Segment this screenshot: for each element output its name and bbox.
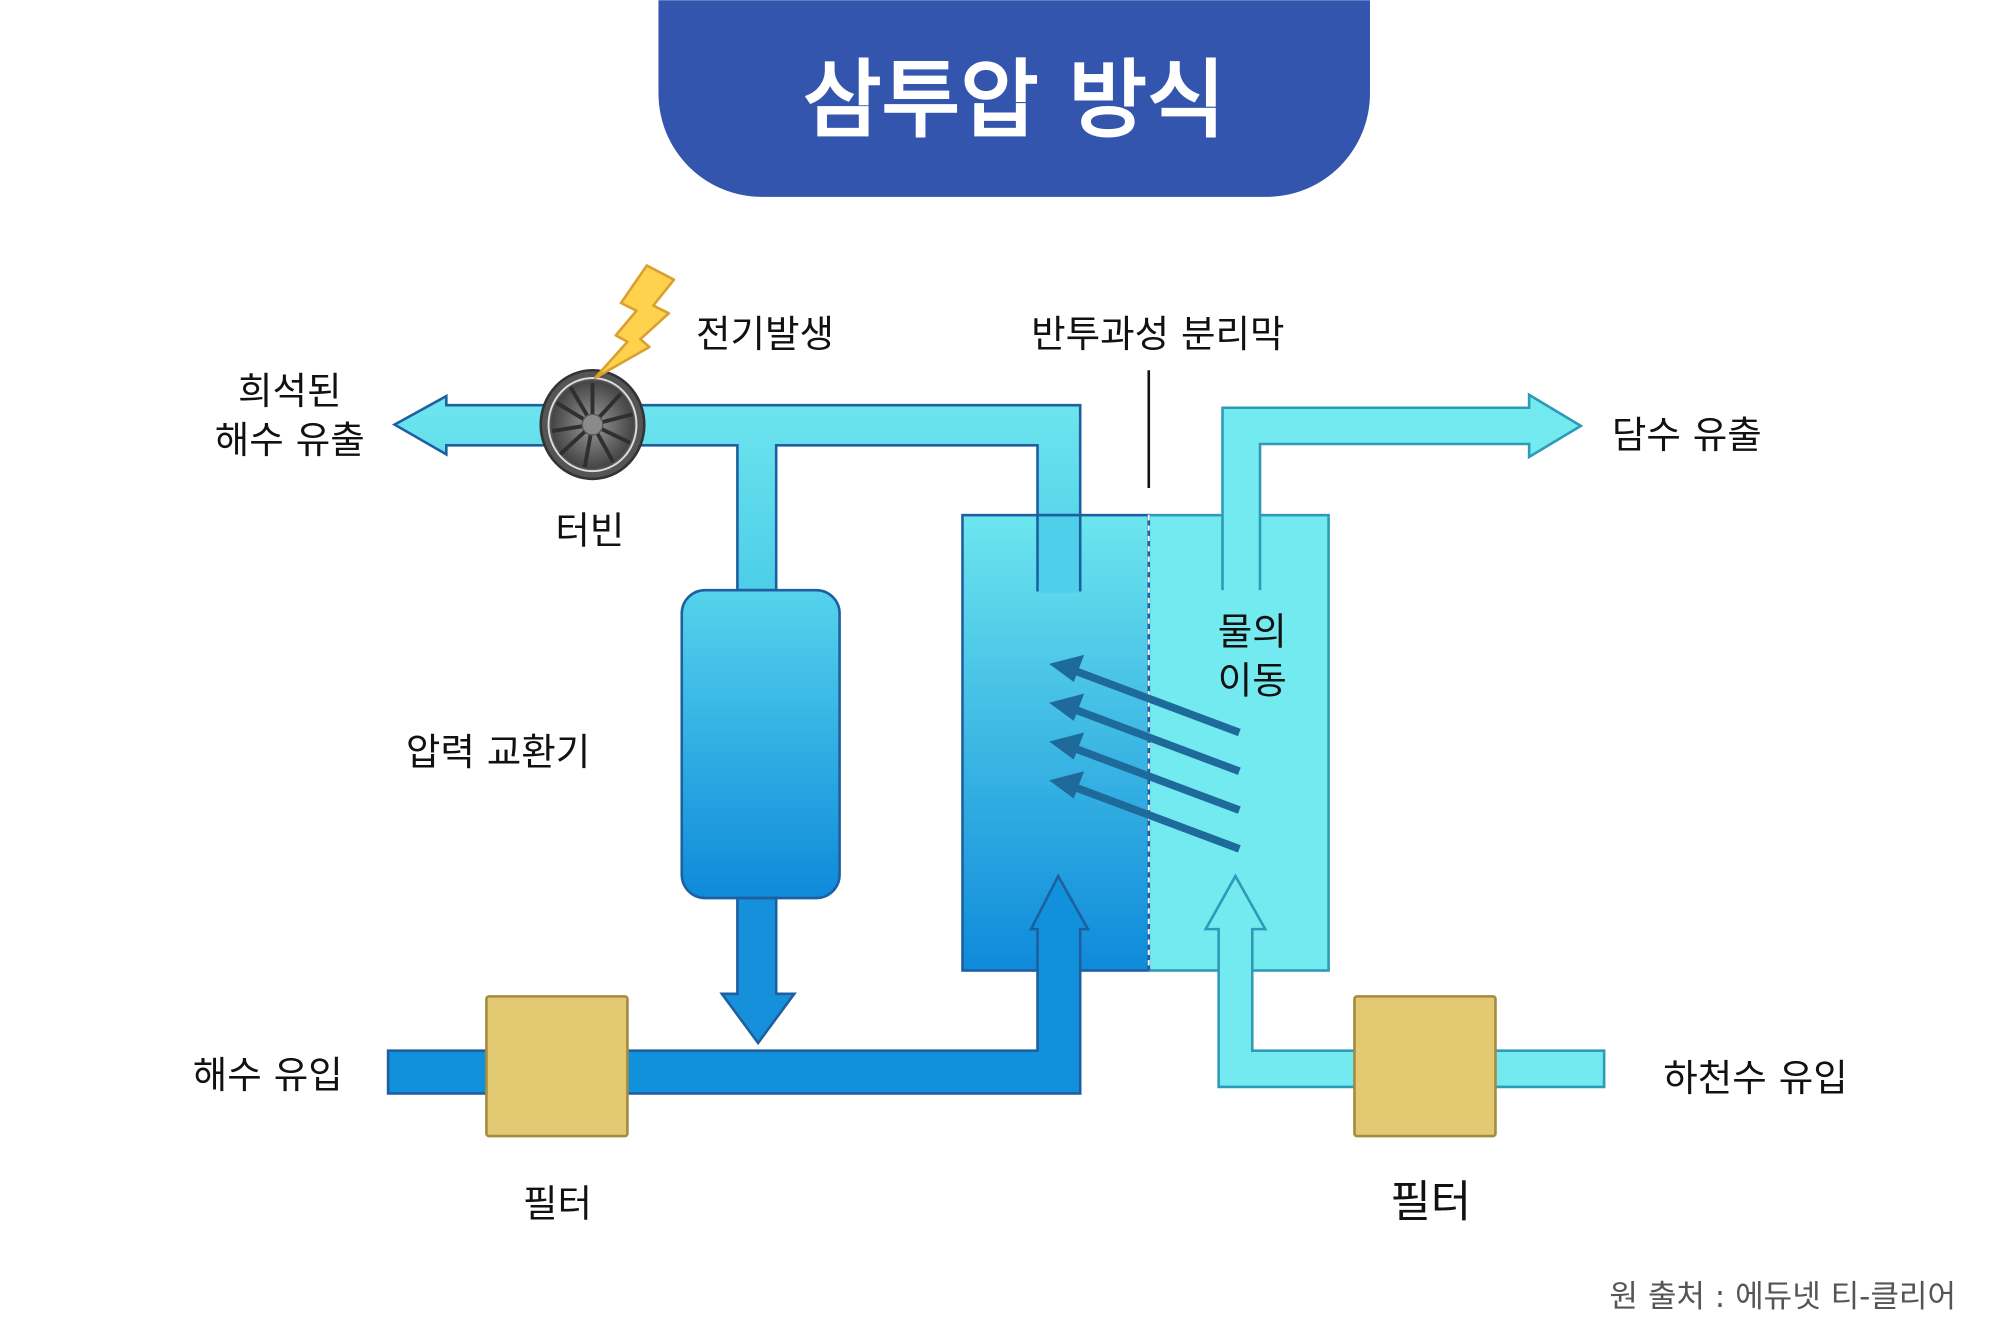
- chamber-inlet-top: [1036, 513, 1082, 592]
- label-water-movement-2: 이동: [1218, 659, 1287, 703]
- label-pressure-exchanger: 압력 교환기: [406, 730, 590, 774]
- title-banner: 삼투압 방식: [658, 0, 1370, 197]
- movement-arrow: [1072, 783, 1241, 853]
- label-filter-left: 필터: [523, 1181, 592, 1225]
- label-turbine: 터빈: [555, 509, 624, 553]
- title-banner-bg: [658, 0, 1370, 197]
- pressure-exchanger-down-arrow: [719, 896, 797, 1046]
- movement-arrow: [1072, 744, 1241, 814]
- filter-right: [1353, 995, 1497, 1138]
- fresh-outflow-pipe: [1221, 392, 1584, 591]
- movement-arrow: [1072, 705, 1241, 775]
- pressure-exchanger: [680, 588, 841, 900]
- filter-left: [485, 995, 629, 1138]
- source-credit: 원 출처 : 에듀넷 티-클리어: [1609, 1279, 1956, 1315]
- movement-arrow-head: [1049, 732, 1085, 760]
- label-fresh-outflow: 담수 유출: [1612, 413, 1762, 457]
- turbine-icon: [539, 368, 646, 481]
- label-seawater-inflow: 해수 유입: [193, 1053, 343, 1097]
- lightning-bolt-icon: [593, 264, 676, 380]
- movement-arrow-head: [1049, 693, 1085, 721]
- movement-arrow: [1072, 666, 1241, 737]
- label-electricity: 전기발생: [696, 312, 834, 356]
- label-diluted-outflow-2: 해수 유출: [215, 418, 365, 462]
- label-river-inflow: 하천수 유입: [1663, 1056, 1847, 1100]
- water-movement-arrows: [1049, 654, 1241, 853]
- page-title: 삼투압 방식: [803, 52, 1225, 151]
- seawater-inflow-pipe: [386, 873, 1091, 1095]
- label-filter-right: 필터: [1390, 1176, 1471, 1227]
- movement-arrow-head: [1049, 654, 1085, 683]
- label-membrane: 반투과성 분리막: [1031, 312, 1284, 356]
- label-water-movement-1: 물의: [1218, 610, 1287, 654]
- label-diluted-outflow-1: 희석된: [238, 369, 341, 413]
- movement-arrow-head: [1049, 771, 1085, 799]
